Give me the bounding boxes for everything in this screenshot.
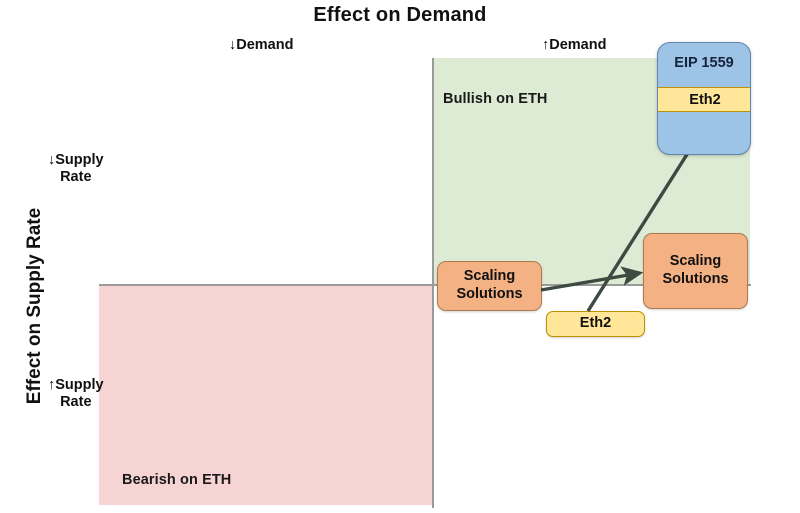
axis-tick-demand-up: ↑Demand (542, 37, 607, 53)
axis-horizontal (99, 284, 751, 286)
node-scaling-solutions-future-line2: Solutions (662, 271, 729, 287)
axis-tick-supply-up-line1: ↑Supply (48, 377, 104, 393)
axis-tick-supply-up-line2: Rate (60, 394, 92, 411)
axis-tick-demand-down: ↓Demand (229, 37, 294, 53)
axis-tick-supply-down-line1: ↓Supply (48, 152, 104, 168)
node-eth2-future[interactable]: Eth2 (658, 87, 750, 112)
node-scaling-solutions-future-line1: Scaling (669, 253, 722, 270)
node-eip-1559[interactable]: EIP 1559 Eth2 (657, 42, 751, 155)
node-scaling-solutions-future[interactable]: Scaling Solutions (643, 233, 748, 309)
quadrant-label-bearish: Bearish on ETH (122, 472, 232, 488)
node-scaling-solutions-current-line2: Solutions (456, 286, 523, 302)
page-title: Effect on Demand (313, 4, 487, 26)
node-eip-1559-title: EIP 1559 (674, 55, 734, 71)
quadrant-bearish (99, 285, 433, 505)
y-axis-label: Effect on Supply Rate (24, 207, 45, 405)
node-scaling-solutions-current[interactable]: Scaling Solutions (437, 261, 542, 311)
axis-tick-supply-up: ↑Supply Rate (48, 377, 104, 411)
quadrant-label-bullish: Bullish on ETH (443, 91, 548, 107)
node-eth2-current[interactable]: Eth2 (546, 311, 645, 337)
node-scaling-solutions-current-line1: Scaling (463, 268, 516, 285)
axis-tick-supply-down: ↓Supply Rate (48, 152, 104, 186)
axis-tick-supply-down-line2: Rate (60, 169, 92, 186)
axis-vertical (432, 58, 434, 508)
